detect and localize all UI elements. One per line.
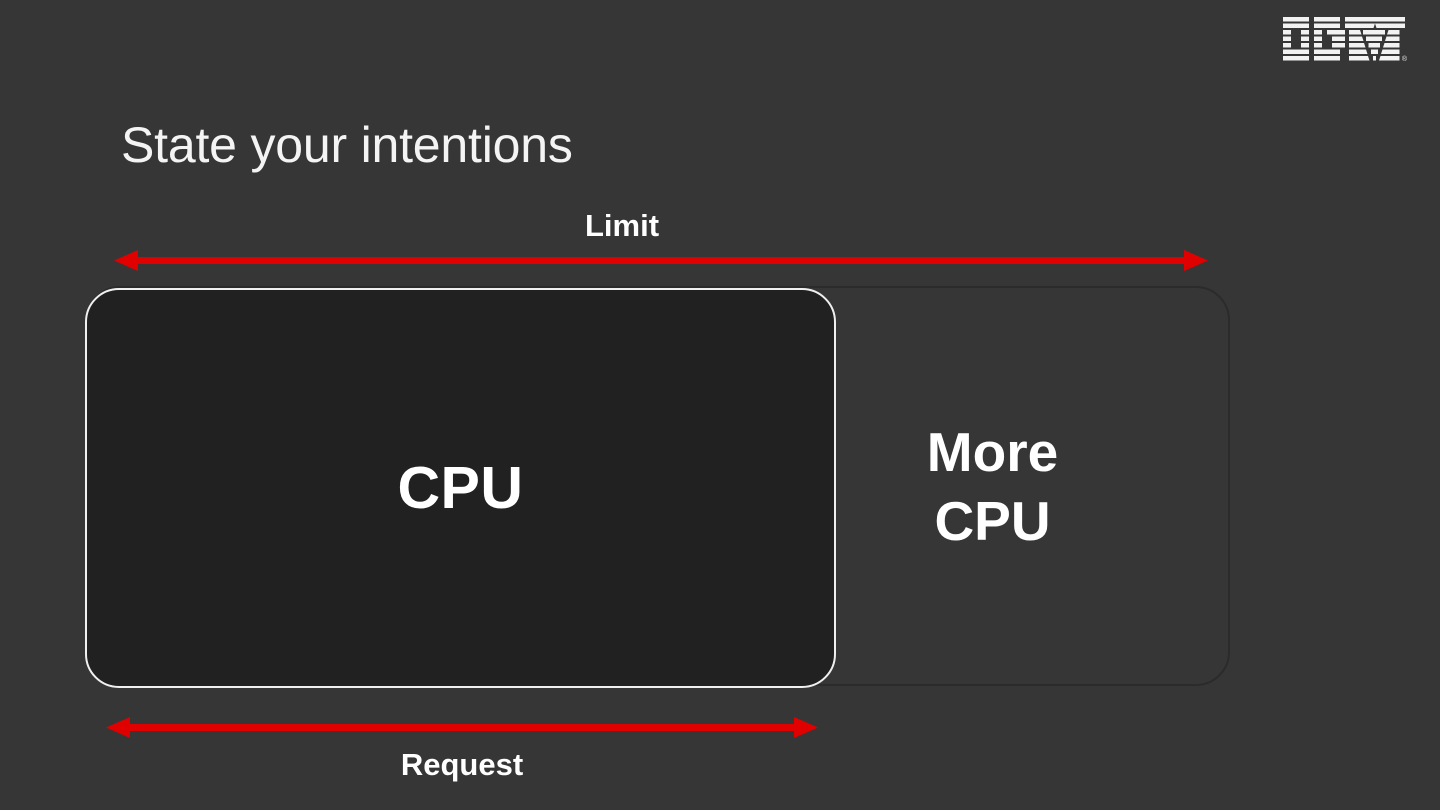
request-label: Request <box>400 747 524 782</box>
limit-overflow-box-label: More CPU <box>850 418 1135 557</box>
limit-label: Limit <box>0 207 1440 246</box>
ibm-logo: ® <box>1283 17 1407 63</box>
request-box: CPU <box>85 288 836 688</box>
request-box-label: CPU <box>397 454 524 521</box>
limit-overflow-box-label-line2: CPU <box>934 490 1051 553</box>
page-title: State your intentions <box>121 117 573 173</box>
registered-trademark-icon: ® <box>1401 56 1407 63</box>
limit-label-text: Limit <box>584 208 660 243</box>
limit-double-arrow <box>114 247 1208 275</box>
request-double-arrow <box>106 714 818 742</box>
limit-overflow-box-label-line1: More <box>926 421 1059 483</box>
